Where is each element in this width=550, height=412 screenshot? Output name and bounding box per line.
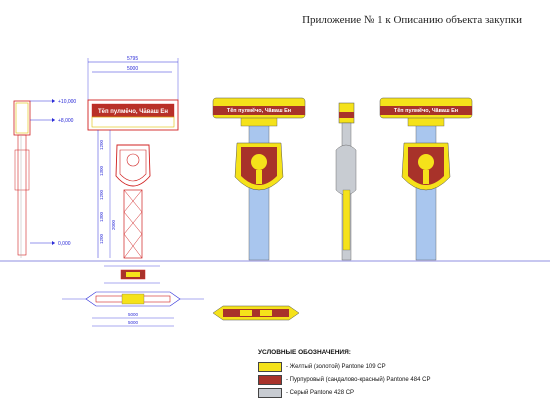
legend-swatch-yellow xyxy=(258,361,282,372)
front-view-color xyxy=(212,97,306,261)
dim-plan-width: 5000 xyxy=(128,312,139,317)
elevation-top-label: +10,000 xyxy=(58,99,76,105)
dim-width-inner: 5000 xyxy=(127,66,138,72)
legend-item-red: - Пурпуровый (сандалово-красный) Pantone… xyxy=(258,373,498,386)
dim-col-e: 1200 xyxy=(99,233,104,244)
side-view-color xyxy=(335,102,357,261)
dim-col-a: 1200 xyxy=(99,139,104,150)
dim-col-f: 2000 xyxy=(111,219,116,230)
legend-title: УСЛОВНЫЕ ОБОЗНАЧЕНИЯ: xyxy=(258,349,351,356)
legend-swatch-grey xyxy=(258,387,282,398)
page-title: Приложение № 1 к Описанию объекта закупк… xyxy=(302,14,522,26)
dim-plan-width-2: 5000 xyxy=(128,320,139,325)
legend-swatch-red xyxy=(258,374,282,385)
legend-item-yellow: - Желтый (золотой) Pantone 109 CP xyxy=(258,360,498,373)
elevation-zero-label: 0,000 xyxy=(58,241,71,247)
dim-width-top: 5795 xyxy=(127,56,138,62)
page-header: Приложение № 1 к Описанию объекта закупк… xyxy=(0,14,550,34)
back-view-color xyxy=(379,97,473,261)
legend-label-red: - Пурпуровый (сандалово-красный) Pantone… xyxy=(286,376,431,383)
side-view xyxy=(13,99,55,258)
plan-view-small xyxy=(104,265,160,284)
plan-view-base xyxy=(62,291,204,327)
sign-text-outline: Тӗп пулмӗчо, Чăваш Ен xyxy=(98,109,168,115)
dim-col-c: 1200 xyxy=(99,189,104,200)
sign-text-front: Тӗп пулмӗчо, Чăваш Ен xyxy=(227,108,291,114)
dim-col-d: 1300 xyxy=(99,211,104,222)
elevation-mid-label: +8,000 xyxy=(58,118,74,124)
legend-label-yellow: - Желтый (золотой) Pantone 109 CP xyxy=(286,363,386,370)
front-view-outline xyxy=(87,58,179,259)
legend: УСЛОВНЫЕ ОБОЗНАЧЕНИЯ: - Желтый (золотой)… xyxy=(258,349,498,399)
plan-view-color xyxy=(212,305,300,321)
dim-col-b: 1300 xyxy=(99,165,104,176)
legend-label-grey: - Серый Pantone 428 CP xyxy=(286,389,355,396)
sign-text-back: Тӗп пулмӗчо, Чăваш Ен xyxy=(394,108,458,114)
legend-item-grey: - Серый Pantone 428 CP xyxy=(258,386,498,399)
